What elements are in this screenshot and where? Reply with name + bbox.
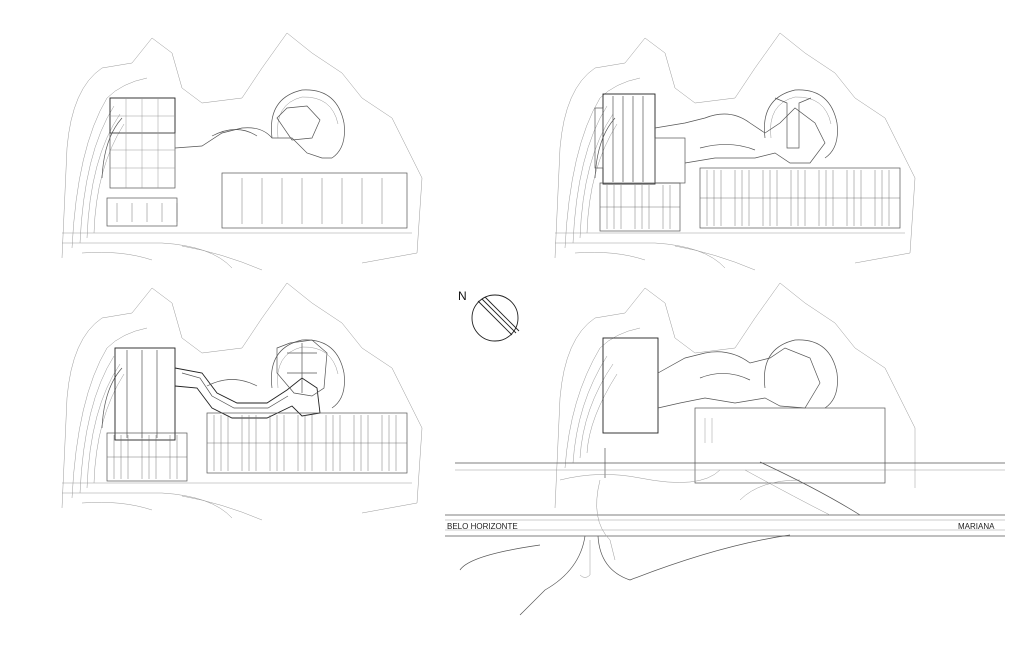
plan-phase-4 <box>554 282 916 509</box>
road-label-belo-horizonte: BELO HORIZONTE <box>447 522 518 531</box>
plan-phase-2 <box>554 32 916 271</box>
north-label: N <box>458 289 467 303</box>
highway <box>445 461 1005 616</box>
north-arrow: N <box>458 289 520 342</box>
plan-phase-3 <box>61 282 423 521</box>
road-label-mariana: MARIANA <box>958 522 995 531</box>
plan-phase-1 <box>61 32 423 271</box>
